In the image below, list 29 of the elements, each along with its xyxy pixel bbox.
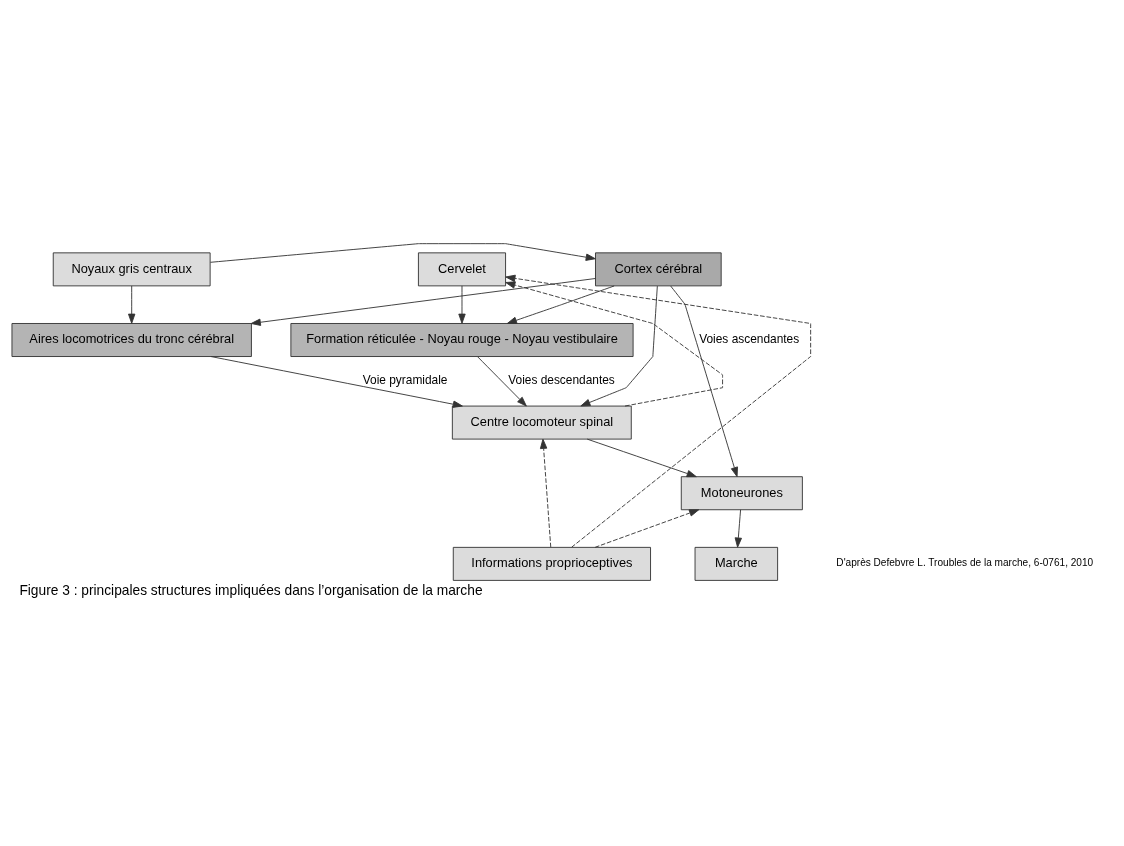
arrow: [506, 285, 615, 324]
node-box: Informations proprioceptives: [452, 546, 651, 581]
arrow: [734, 508, 742, 548]
node-box: Centre locomoteur spinal: [451, 405, 632, 440]
caption: Figure 3 : principales structures impliquées dans l’organisation de la marche: [19, 582, 483, 598]
arrow: [209, 242, 596, 263]
node-box: Marche: [694, 546, 779, 581]
arrow: [458, 284, 466, 324]
arrow: [586, 438, 697, 477]
arrow: [539, 438, 552, 548]
node-box: Aires locomotrices du tronc cérébral: [11, 322, 252, 357]
label: D'après Defebvre L. Troubles de la marche, 6-0761, 2010: [836, 556, 1094, 568]
arrow: [505, 280, 723, 406]
arrow: [250, 277, 596, 326]
node-box: Cervelet: [417, 251, 507, 286]
node-box: Formation réticulée - Noyau rouge - Noyau vestibulaire: [290, 322, 634, 357]
arrow: [477, 355, 527, 406]
node-box: Noyaux gris centraux: [52, 251, 211, 286]
arrow: [580, 285, 658, 406]
arrow: [594, 508, 700, 548]
arrow: [128, 284, 136, 324]
edge-label: Voies ascendantes: [699, 331, 800, 346]
node-box: Motoneurones: [680, 475, 803, 510]
arrow: [670, 285, 738, 477]
arrow: [210, 355, 463, 408]
arrow: [505, 274, 812, 548]
edge-label: Voies descendantes: [508, 372, 615, 387]
node-box: Cortex cérébral: [595, 251, 722, 286]
edge-label: Voie pyramidale: [362, 372, 448, 387]
